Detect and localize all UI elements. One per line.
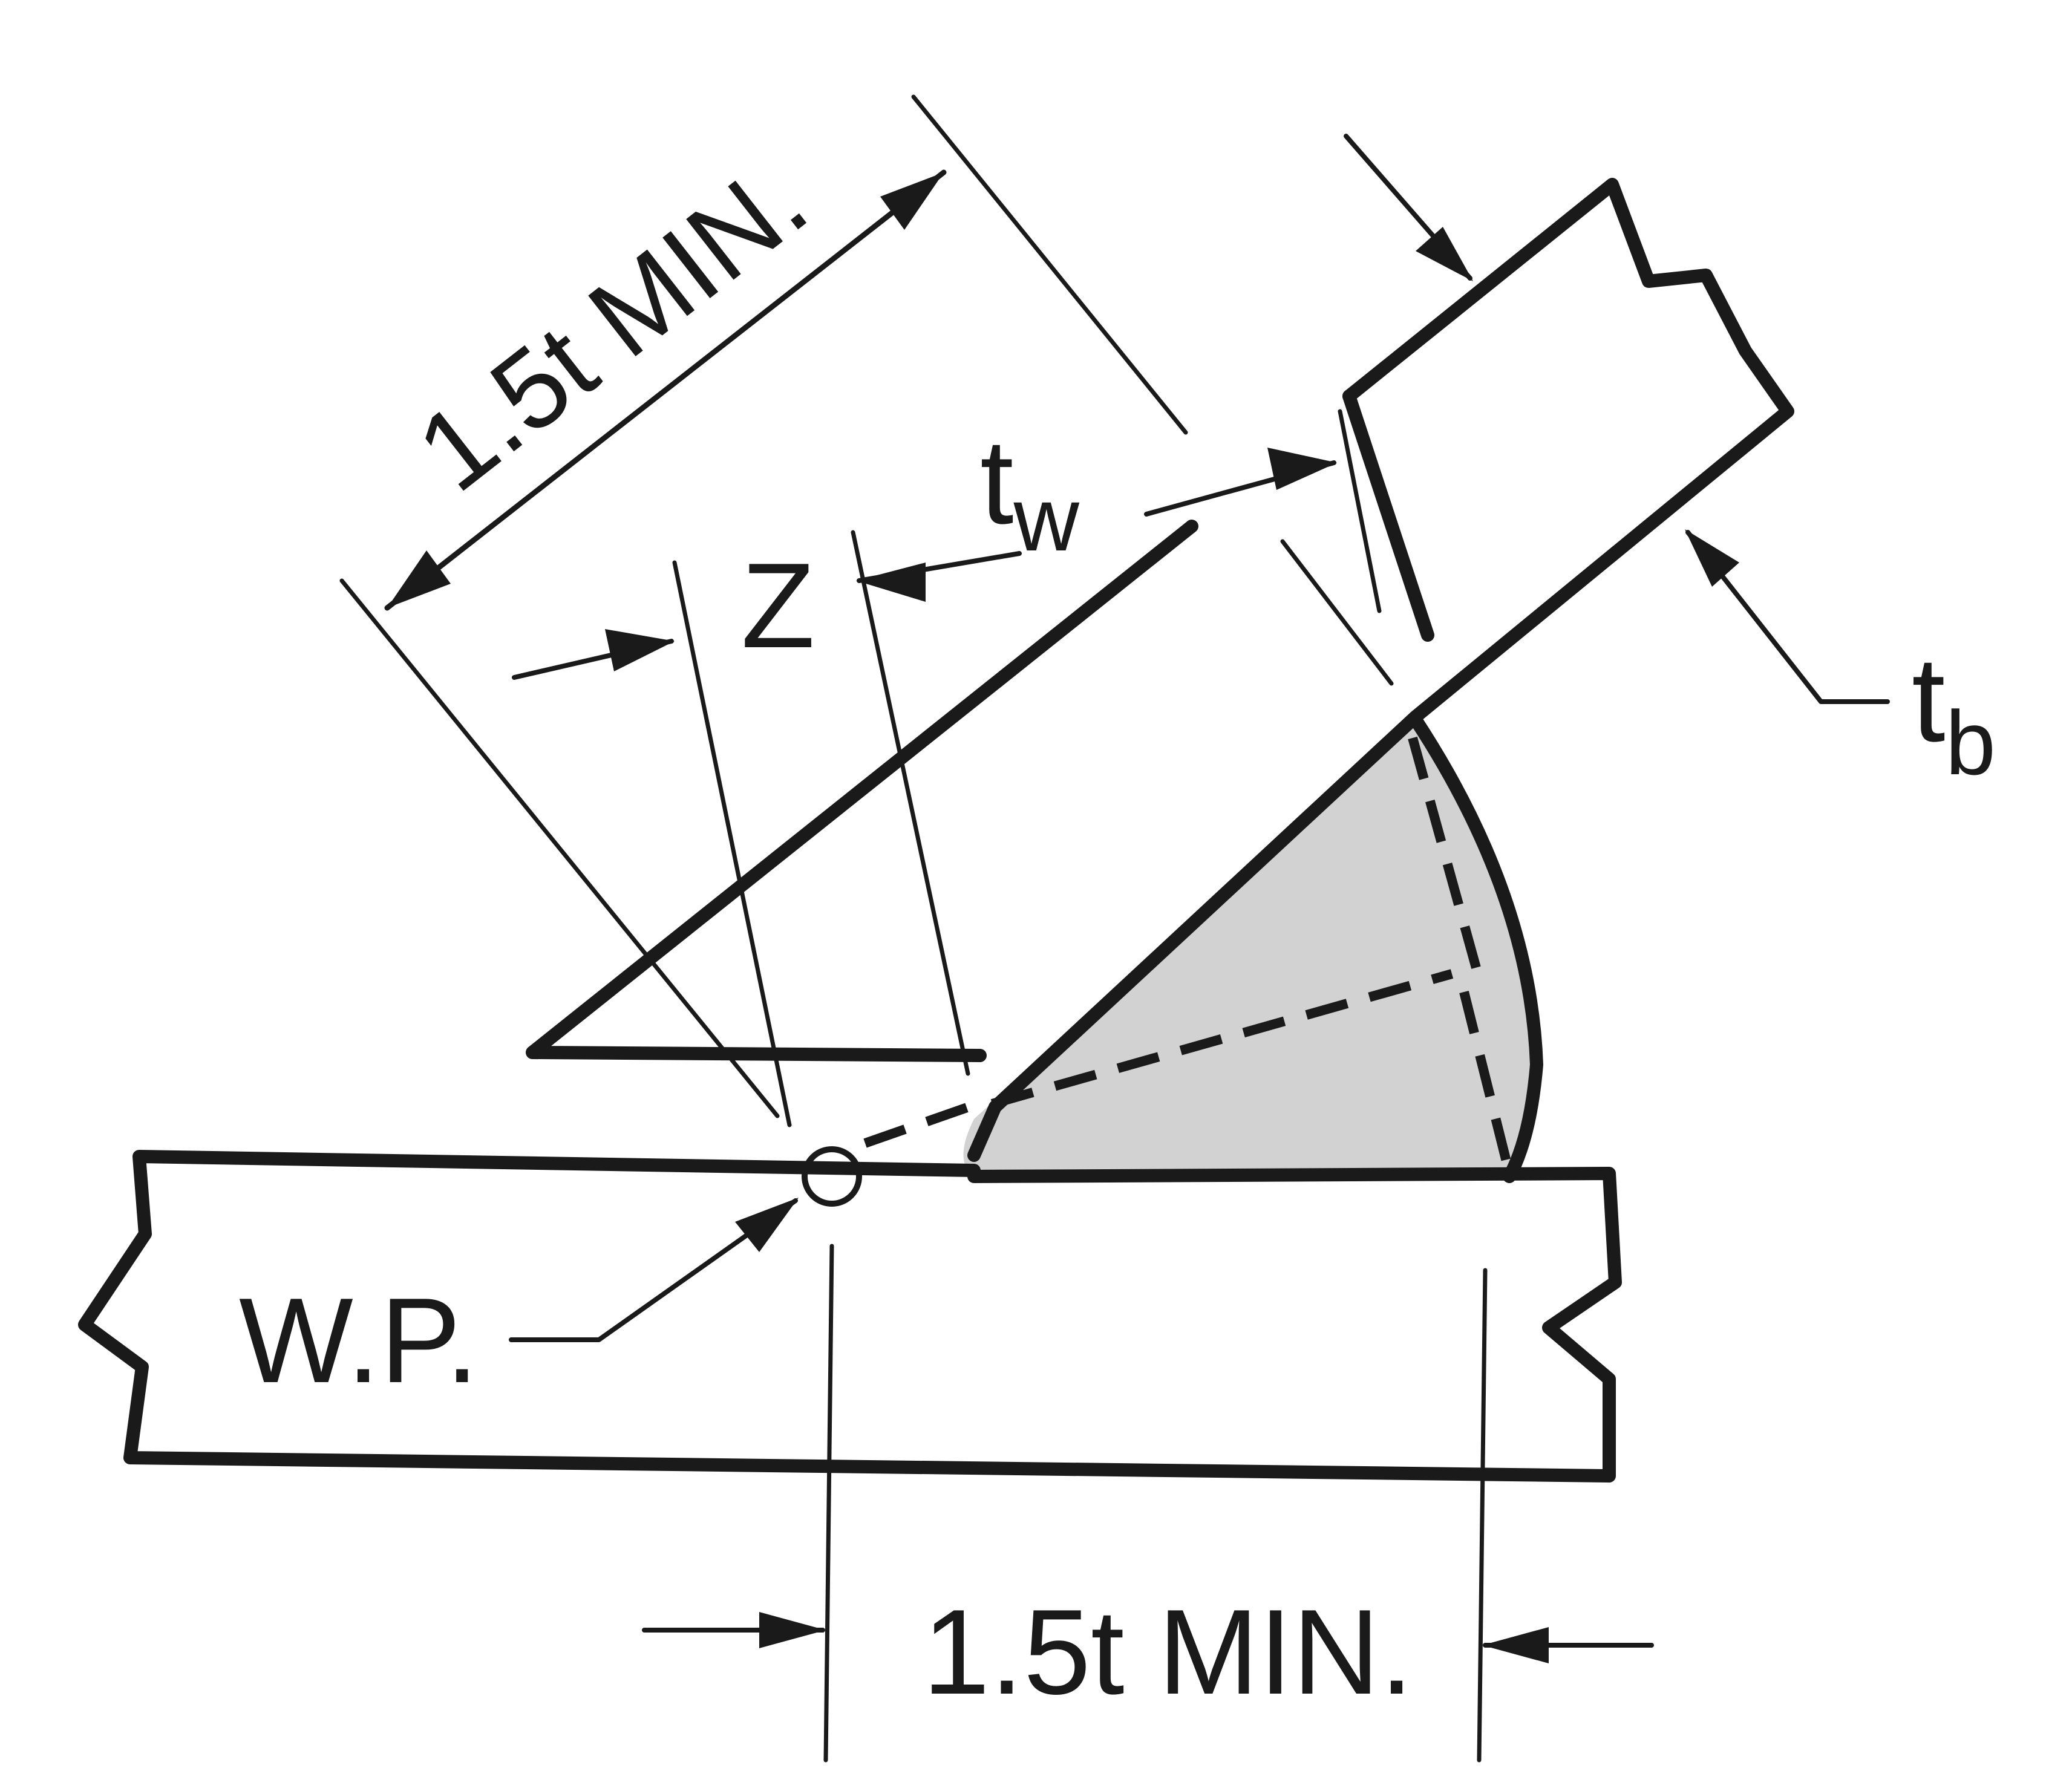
extension-line-diag-right [911, 94, 1188, 435]
tb-label: tb [1912, 632, 1996, 794]
branch-member [967, 178, 1794, 1162]
extension-line-tw-left [1280, 539, 1394, 686]
tw-arrow-head [1267, 448, 1337, 490]
base-plate [78, 1150, 1622, 1483]
extension-line-z-right [851, 530, 970, 1076]
bottom-dim-arrow-right-head [1482, 1627, 1549, 1663]
diag-dimension-arrow-upper [880, 172, 944, 230]
dashed-leg-line [1408, 736, 1481, 970]
weld-fillet [963, 720, 1537, 1176]
tb-label-main: t [1912, 632, 1946, 767]
extension-line-tw-right [1338, 409, 1382, 613]
wp-leader [509, 1198, 798, 1342]
weld-fillet-contour [1409, 713, 1543, 1183]
bottom-dim-arrow-left-head [759, 1612, 826, 1648]
tb-label-sub: b [1946, 692, 1996, 794]
tb-leader [1685, 530, 1890, 704]
dashed-throat-line [990, 969, 1454, 1109]
tw-label: tw [980, 414, 1080, 570]
branch-thickness-arrow-head [1416, 227, 1473, 281]
backing-triangle [526, 520, 1198, 1062]
extension-line-diag-left [339, 578, 780, 1118]
dashed-leg-line-2 [1459, 991, 1511, 1163]
wp-leader-arrow-head [735, 1198, 799, 1252]
branch-member-edge [1342, 390, 1434, 642]
tw-label-main: t [980, 414, 1014, 549]
tw-label-sub: w [1013, 468, 1080, 570]
z-label: Z [741, 538, 815, 673]
work-point-circle [802, 1146, 862, 1207]
diag-dimension-line [384, 169, 947, 611]
extension-line-bottom-right [1477, 1268, 1488, 1763]
z-arrow-left-head [605, 629, 675, 671]
extension-line-z-left [672, 560, 792, 1127]
tb-leader-arrow-head [1685, 529, 1739, 587]
wp-label: W.P. [239, 1273, 479, 1408]
diag-min-label: 1.5t MIN. [395, 137, 829, 515]
z-arrow-right-head [856, 563, 926, 602]
dashed-root-line [863, 1096, 988, 1148]
extension-line-bottom-left [823, 1244, 834, 1763]
bottom-min-label: 1.5t MIN. [923, 1585, 1413, 1720]
diag-dimension-arrow-lower [387, 550, 451, 608]
